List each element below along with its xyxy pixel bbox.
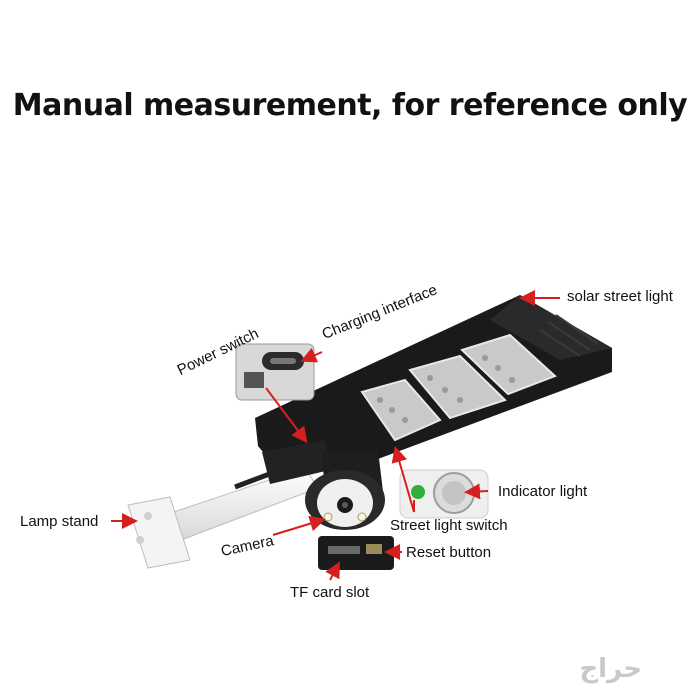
label-solar-street-light: solar street light	[567, 288, 673, 305]
charging-interface-inset	[235, 343, 315, 401]
led-panels	[360, 333, 557, 442]
indicator-green-icon	[411, 485, 425, 499]
label-lamp-stand: Lamp stand	[20, 513, 99, 530]
label-indicator-light: Indicator light	[498, 483, 588, 500]
camera	[305, 450, 385, 530]
label-reset-button: Reset button	[406, 544, 492, 561]
watermark: حراج	[579, 654, 642, 684]
callout-arrows	[111, 290, 560, 581]
page-title: Manual measurement, for reference only	[12, 88, 688, 123]
tf-card-slot-inset	[318, 536, 394, 570]
solar-street-light-body	[234, 295, 612, 490]
indicator-light-inset	[399, 469, 489, 519]
label-tf-card-slot: TF card slot	[290, 584, 370, 601]
label-street-light-switch: Street light switch	[390, 517, 508, 534]
